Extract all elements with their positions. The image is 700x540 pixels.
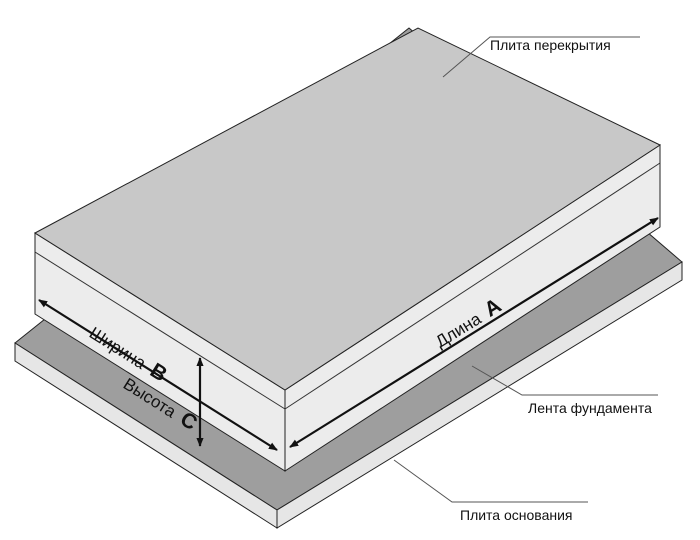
leader-slab-top xyxy=(442,36,640,78)
dimension-arrows xyxy=(38,217,659,451)
label-slab-top: Плита перекрытия xyxy=(490,37,611,53)
label-foundation-strip: Лента фундамента xyxy=(528,400,652,416)
width-arrow xyxy=(38,299,278,451)
leader-base-slab xyxy=(393,459,588,503)
length-arrow xyxy=(289,217,659,448)
label-base-slab: Плита основания xyxy=(460,507,573,523)
